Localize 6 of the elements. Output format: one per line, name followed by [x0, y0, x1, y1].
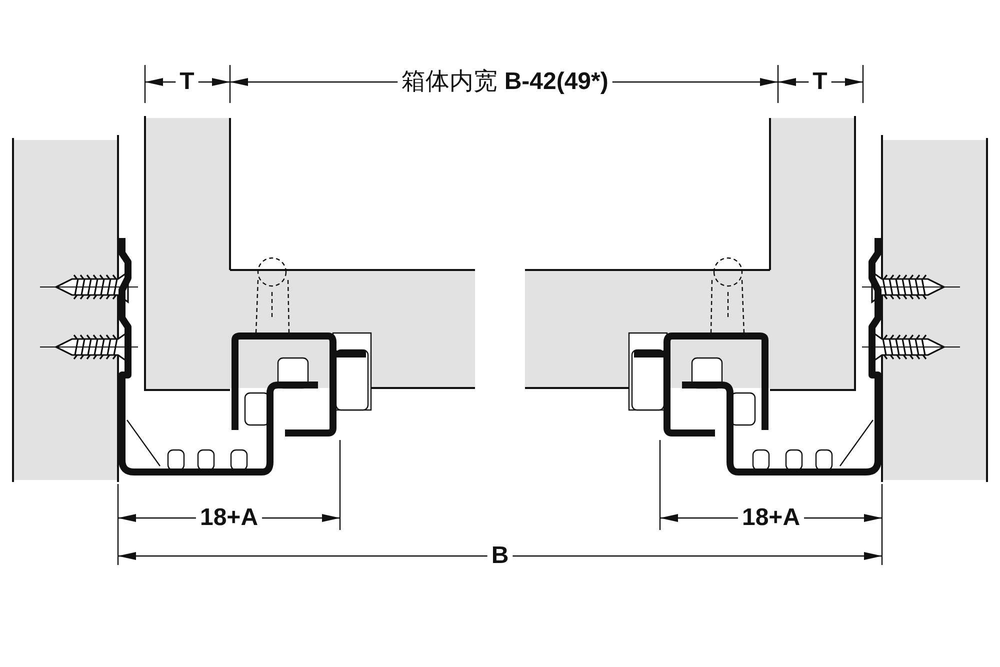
- dimension-label: 18+A: [742, 506, 800, 530]
- dimension-label: 18+A: [200, 506, 258, 530]
- dimension-label: 箱体内宽 B-42(49*): [402, 70, 608, 94]
- dimension-label: T: [180, 70, 194, 94]
- dimension-label: B: [491, 544, 509, 568]
- dimension-label: T: [812, 70, 828, 94]
